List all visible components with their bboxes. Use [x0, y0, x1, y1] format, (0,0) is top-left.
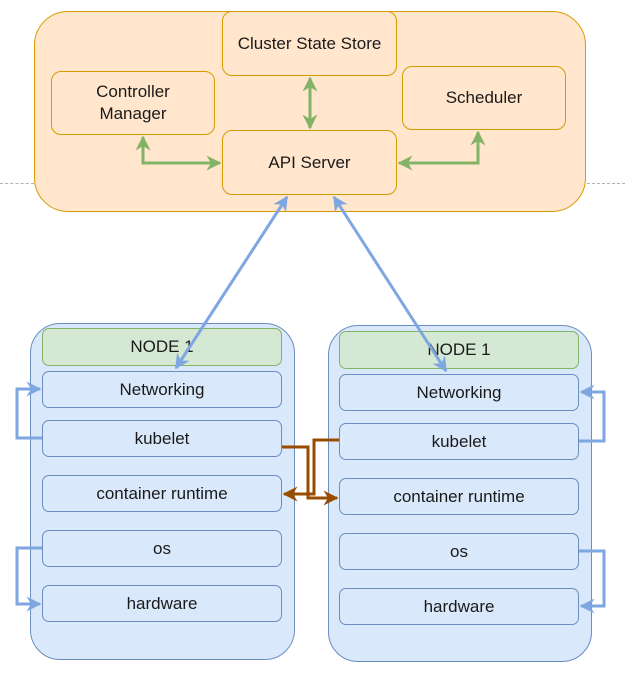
layer-label: kubelet	[431, 431, 487, 451]
dashed-guide-left	[0, 183, 34, 184]
node-right-networking[interactable]: Networking	[339, 374, 579, 411]
layer-label: hardware	[126, 593, 198, 613]
controller-manager-label: Controller Manager	[96, 82, 170, 123]
layer-label: hardware	[423, 596, 495, 616]
node-right-container-runtime[interactable]: container runtime	[339, 478, 579, 515]
node-right-hardware[interactable]: hardware	[339, 588, 579, 625]
scheduler-label: Scheduler	[445, 88, 523, 107]
node-right-title: NODE 1	[427, 340, 491, 359]
node-left-os[interactable]: os	[42, 530, 282, 567]
layer-label: Networking	[119, 379, 205, 399]
node-right-os[interactable]: os	[339, 533, 579, 570]
node-right-header[interactable]: NODE 1	[339, 331, 579, 369]
layer-label: kubelet	[134, 428, 190, 448]
controller-manager-box[interactable]: Controller Manager	[51, 71, 215, 135]
layer-label: Networking	[416, 382, 502, 402]
api-server-box[interactable]: API Server	[222, 130, 397, 195]
layer-label: os	[153, 538, 171, 558]
cluster-state-store-box[interactable]: Cluster State Store	[222, 11, 397, 76]
layer-label: os	[450, 541, 468, 561]
layer-label: container runtime	[96, 483, 228, 503]
node-left-hardware[interactable]: hardware	[42, 585, 282, 622]
node-left-container-runtime[interactable]: container runtime	[42, 475, 282, 512]
node-left-kubelet[interactable]: kubelet	[42, 420, 282, 457]
cluster-state-store-label: Cluster State Store	[237, 33, 382, 53]
layer-label: container runtime	[393, 486, 525, 506]
node-left-header[interactable]: NODE 1	[42, 328, 282, 366]
node-left-title: NODE 1	[130, 337, 194, 356]
dashed-guide-right	[587, 183, 625, 184]
api-server-label: API Server	[268, 152, 351, 172]
node-left-networking[interactable]: Networking	[42, 371, 282, 408]
scheduler-box[interactable]: Scheduler	[402, 66, 566, 130]
node-right-kubelet[interactable]: kubelet	[339, 423, 579, 460]
